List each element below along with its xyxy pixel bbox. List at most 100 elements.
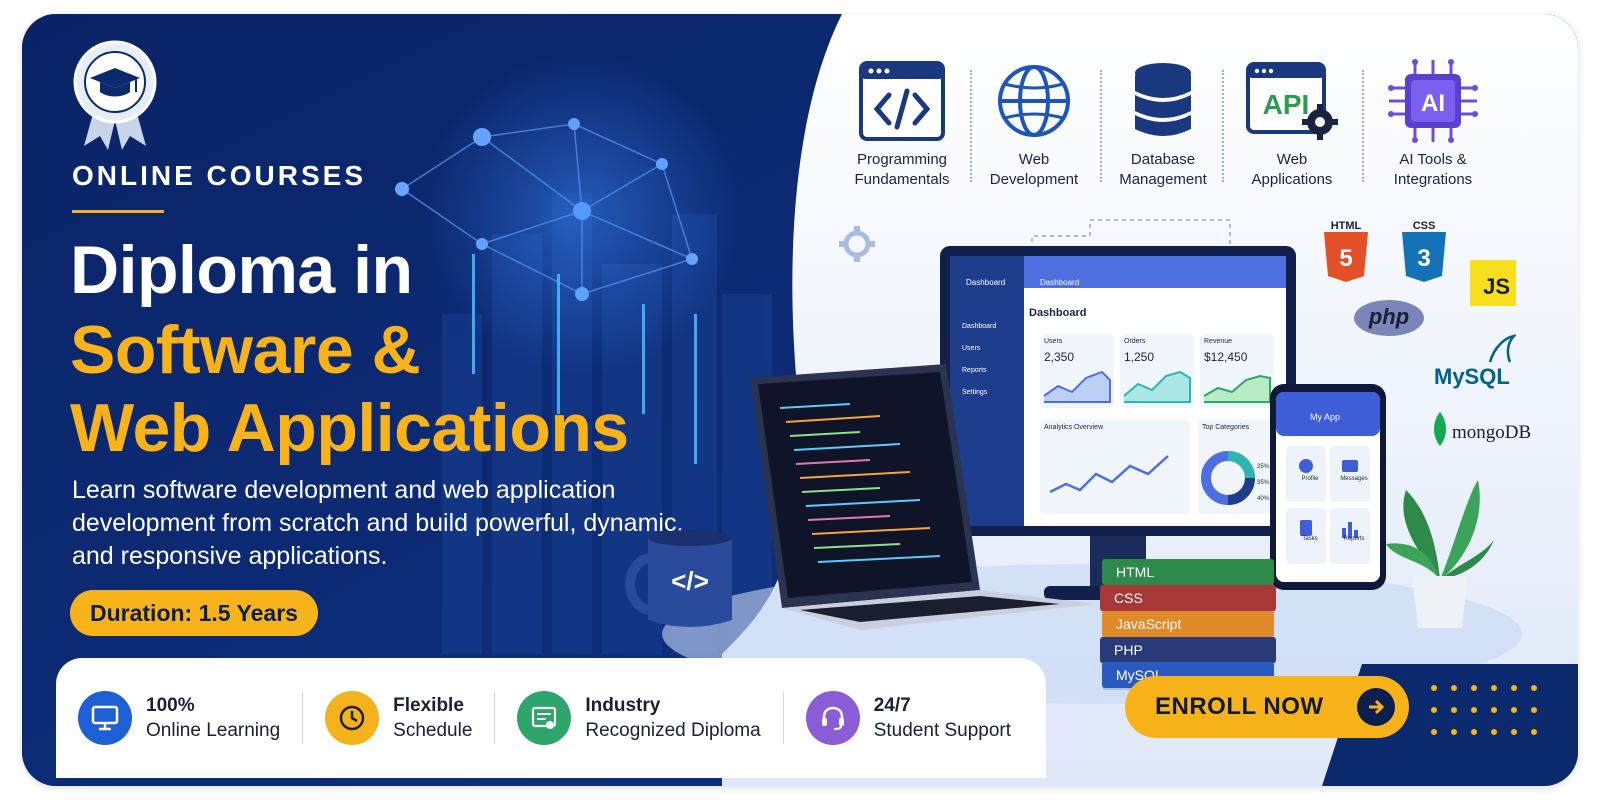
- plant-icon: [1386, 480, 1494, 628]
- php-logo: php: [1354, 300, 1424, 336]
- category-label-line2: Integrations: [1393, 171, 1473, 188]
- phone-title: My App: [1310, 412, 1341, 422]
- dot-grid-decoration: [1431, 685, 1537, 735]
- category-label-line1: Database: [1130, 151, 1196, 168]
- html5-icon: 5: [1324, 232, 1368, 282]
- feature-regular: Recognized Diploma: [585, 720, 761, 741]
- category-pct: 40%: [1257, 496, 1270, 502]
- desktop-monitor: [940, 246, 1296, 600]
- arrow-right-icon: [1357, 688, 1395, 726]
- css3-logo-label: CSS: [1412, 220, 1436, 232]
- stat-label: Users: [1044, 338, 1063, 345]
- category-divider: [1100, 70, 1102, 182]
- dashboard-nav-item[interactable]: Dashboard: [962, 323, 997, 330]
- category-label-line1: Web: [1018, 151, 1050, 168]
- category-label-line1: Web: [1276, 151, 1308, 168]
- mongodb-leaf-icon: [1434, 412, 1446, 446]
- feature-regular: Schedule: [393, 720, 473, 741]
- category-label-line2: Fundamentals: [854, 171, 950, 188]
- smartphone: [1270, 384, 1386, 590]
- feature-regular: Online Learning: [146, 720, 281, 741]
- svg-text:5: 5: [1339, 245, 1352, 272]
- banner-card: ONLINE COURSES Diploma in Software & Web…: [22, 14, 1578, 786]
- api-gear-icon: API: [1246, 62, 1338, 140]
- analytics-title: Analytics Overview: [1044, 424, 1104, 431]
- stat-value: 1,250: [1124, 350, 1155, 364]
- feature-divider: [494, 692, 496, 744]
- category-label-line2: Development: [989, 171, 1079, 188]
- book-javascript: JavaScript: [1102, 611, 1274, 637]
- category-label-line1: AI Tools &: [1399, 151, 1467, 168]
- title-line-2: Software &: [70, 312, 421, 388]
- clock-icon: [325, 691, 380, 745]
- book-css: CSS: [1100, 585, 1276, 611]
- gear-icon: [839, 226, 875, 262]
- feature-bold: 100%: [146, 695, 195, 716]
- phone-tile-label[interactable]: Reports: [1343, 536, 1365, 542]
- category-pct: 25%: [1257, 464, 1270, 470]
- category-label-line1: Programming: [856, 151, 948, 168]
- globe-icon: [998, 65, 1070, 137]
- stat-value: 2,350: [1044, 350, 1075, 364]
- database-icon: [1135, 63, 1191, 136]
- coffee-mug: </>: [625, 530, 732, 627]
- dashboard-title: Dashboard: [1029, 307, 1087, 319]
- svg-text:API: API: [1263, 89, 1310, 120]
- feature-regular: Student Support: [873, 720, 1012, 741]
- html5-logo: HTML 5: [1324, 220, 1368, 287]
- eyebrow-label: ONLINE COURSES: [72, 160, 367, 191]
- enroll-now-label: ENROLL NOW: [1155, 693, 1324, 720]
- dashboard-nav: Dashboard Users Reports Settings: [962, 316, 996, 404]
- category-divider: [970, 70, 972, 182]
- course-description: Learn software development and web appli…: [72, 476, 684, 570]
- css3-icon: 3: [1402, 232, 1446, 282]
- feature-divider: [782, 692, 784, 744]
- category-divider: [1222, 70, 1224, 182]
- dolphin-icon: [1488, 334, 1516, 363]
- dashboard-brand: Dashboard: [966, 278, 1006, 287]
- feature-divider: [302, 692, 304, 744]
- phone-tile-label[interactable]: Tasks: [1302, 536, 1318, 542]
- graduation-badge-icon: [73, 40, 157, 150]
- phone-tile-label[interactable]: Profile: [1301, 476, 1319, 482]
- code-icon: </>: [671, 566, 709, 596]
- feature-bold: 24/7: [873, 695, 911, 716]
- mysql-logo: MySQL: [1434, 364, 1510, 389]
- stat-value: $12,450: [1204, 350, 1248, 364]
- title-line-1: Diploma in: [70, 232, 413, 308]
- ai-chip-icon: AI: [1388, 59, 1478, 143]
- category-label-line2: Applications: [1251, 171, 1333, 188]
- title-line-3: Web Applications: [70, 390, 629, 466]
- mongodb-logo: mongoDB: [1452, 422, 1532, 443]
- certificate-icon: [517, 691, 572, 745]
- book-php: PHP: [1100, 637, 1276, 663]
- category-pct: 35%: [1257, 480, 1270, 486]
- dashboard-nav-item[interactable]: Settings: [962, 389, 988, 396]
- dashboard-nav-item[interactable]: Users: [962, 345, 981, 352]
- category-pcts: 25% 35% 40%: [1257, 459, 1269, 507]
- code-window-icon: [859, 61, 945, 141]
- category-ai-tools: AI AI Tools & Integrations: [1368, 58, 1498, 190]
- phone-tile-label[interactable]: Messages: [1340, 476, 1368, 482]
- dashboard-nav-item[interactable]: Reports: [962, 367, 987, 374]
- stat-label: Revenue: [1204, 338, 1233, 345]
- circuit-lines: [1031, 219, 1231, 266]
- svg-text:AI: AI: [1421, 90, 1445, 117]
- enroll-now-button[interactable]: ENROLL NOW: [1125, 676, 1409, 738]
- monitor-icon: [78, 691, 132, 745]
- svg-text:3: 3: [1417, 245, 1430, 272]
- headset-icon: [805, 691, 860, 745]
- book-html: HTML: [1102, 559, 1274, 585]
- javascript-logo: JS: [1470, 260, 1516, 306]
- dashboard-header: Dashboard: [1040, 278, 1080, 287]
- css3-logo: CSS 3: [1402, 220, 1446, 287]
- category-label-line2: Management: [1119, 171, 1207, 188]
- feature-online-learning: 100% Online Learning: [56, 683, 302, 753]
